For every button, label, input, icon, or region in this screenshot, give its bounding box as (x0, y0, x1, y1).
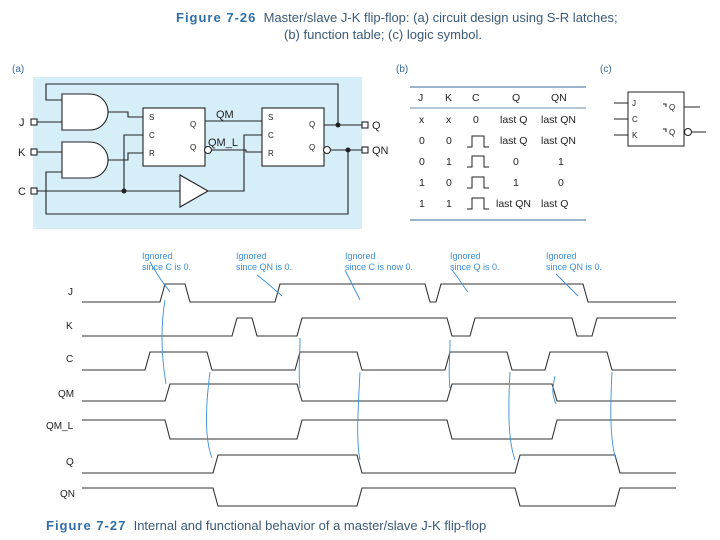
signal-label-c: C (66, 354, 74, 365)
signal-label-qm-l: QM_L (46, 421, 74, 432)
output-label-q: Q (372, 120, 381, 132)
svg-text:C: C (268, 131, 274, 140)
input-label-j: J (19, 117, 25, 129)
input-label-k: K (18, 147, 26, 159)
signal-label-k: K (66, 321, 73, 332)
figure-7-26-line2: (b) function table; (c) logic symbol. (284, 27, 482, 42)
svg-text:C: C (632, 115, 638, 124)
panel-tag-b: (b) (396, 64, 409, 75)
trace-qn (82, 487, 676, 507)
svg-text:S: S (149, 113, 154, 122)
cause-arrow (451, 269, 469, 293)
svg-text:K: K (632, 131, 638, 140)
master-latch (142, 107, 206, 167)
trace-j (82, 283, 676, 303)
trace-k (82, 317, 676, 337)
svg-text:Q: Q (669, 103, 675, 112)
figure-7-27-number: Figure 7-27 (46, 518, 127, 533)
and-gate-j (61, 93, 109, 131)
panel-tag-a: (a) (12, 64, 25, 75)
panel-tag-c: (c) (600, 64, 612, 75)
cause-arrow (344, 269, 361, 301)
svg-text:S: S (268, 113, 273, 122)
output-label-qn: QN (372, 145, 389, 157)
and-gate-k (61, 141, 109, 179)
svg-text:Q: Q (190, 120, 196, 129)
trace-q (82, 454, 676, 474)
cause-arrow (298, 337, 301, 389)
svg-text:Q: Q (309, 120, 315, 129)
cause-arrow (206, 371, 213, 459)
trace-qm-l (82, 419, 676, 440)
cause-arrow (610, 371, 617, 461)
svg-text:Q: Q (669, 128, 675, 137)
slave-latch (261, 107, 325, 167)
cause-arrow (508, 371, 516, 461)
cause-arrow (448, 339, 451, 389)
wire-label-qm-l: QM_L (208, 137, 238, 149)
figure-7-27-caption: Figure 7-27 Internal and functional beha… (46, 518, 486, 533)
signal-label-j: J (68, 287, 73, 298)
jk-symbol-box (627, 91, 685, 147)
signal-label-qn: QN (60, 489, 75, 500)
svg-text:R: R (149, 149, 155, 158)
figure-7-26-caption: Figure 7-26 Master/slave J-K flip-flop: … (176, 9, 716, 43)
svg-text:J: J (632, 99, 636, 108)
trace-qm (82, 383, 676, 402)
signal-label-q: Q (66, 457, 74, 468)
table-header-c: C (472, 92, 480, 104)
cause-arrow (555, 273, 579, 297)
figure-7-27-text: Internal and functional behavior of a ma… (133, 518, 487, 533)
figure-7-26-number: Figure 7-26 (176, 10, 257, 25)
figure-7-26-line1: Master/slave J-K flip-flop: (a) circuit … (263, 10, 618, 25)
wire-label-qm: QM (216, 109, 234, 121)
table-header-j: J (418, 92, 424, 104)
cause-arrow (552, 375, 557, 405)
svg-text:R: R (268, 149, 274, 158)
cause-arrow (149, 261, 171, 293)
table-header-k: K (445, 92, 453, 104)
cause-arrow (357, 371, 361, 461)
svg-text:C: C (149, 131, 155, 140)
svg-text:Q: Q (190, 143, 196, 152)
table-header-qn: QN (551, 92, 567, 104)
cause-arrow (161, 299, 167, 385)
cause-arrow (256, 274, 283, 297)
trace-c (82, 351, 676, 371)
svg-text:Q: Q (309, 143, 315, 152)
input-label-c: C (18, 186, 26, 198)
table-header-q: Q (512, 92, 521, 104)
signal-label-qm: QM (58, 389, 75, 400)
